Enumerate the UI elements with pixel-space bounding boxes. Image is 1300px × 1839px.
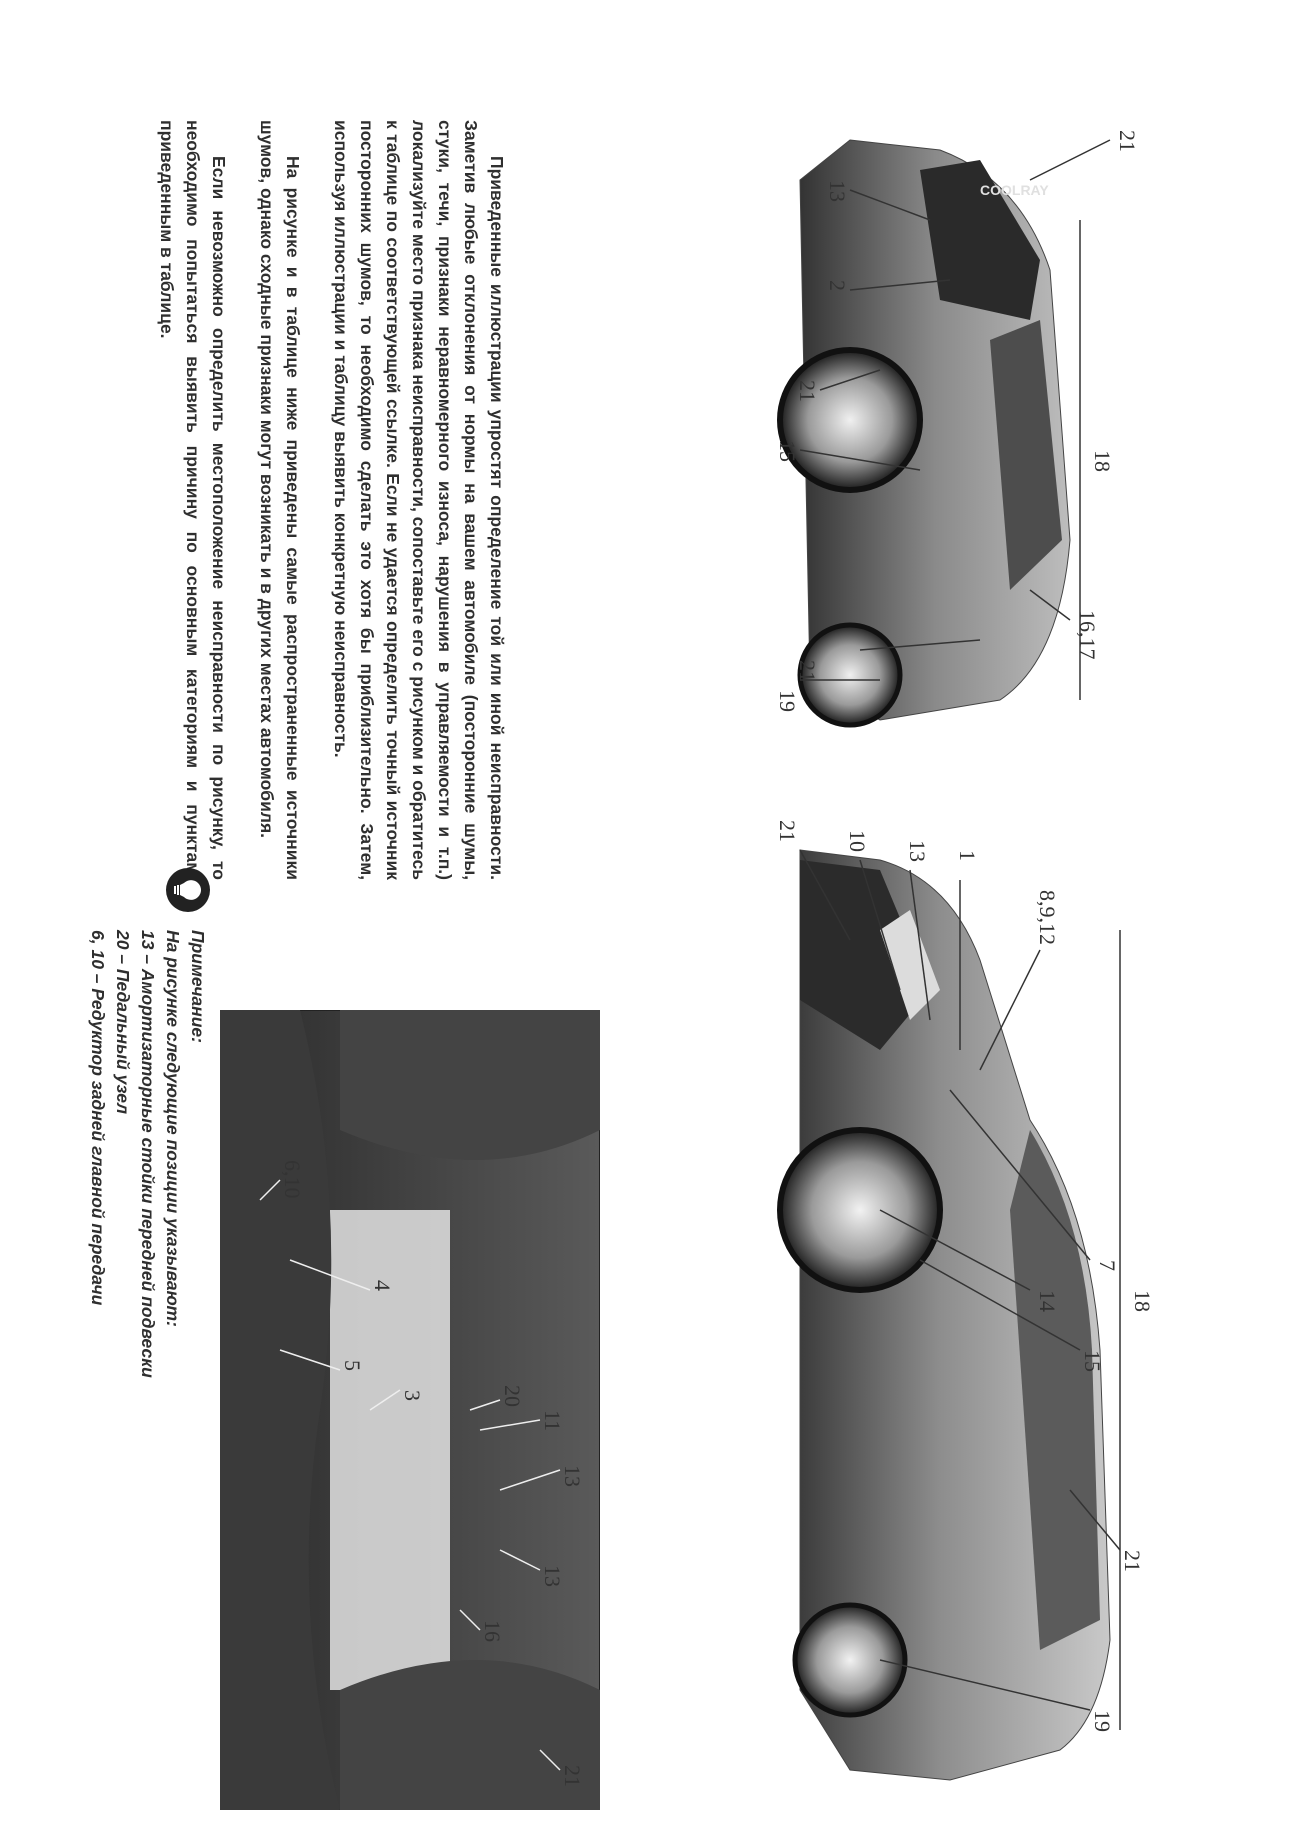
callout-label: 6,10 bbox=[280, 1160, 305, 1199]
callout-label: 13 bbox=[560, 1465, 585, 1487]
coolray-badge: COOLRAY bbox=[980, 182, 1049, 198]
callout-label: 3 bbox=[400, 1390, 425, 1401]
callout-label: 15 bbox=[775, 440, 800, 462]
lightbulb-icon bbox=[166, 868, 210, 912]
callout-label: 13 bbox=[825, 180, 850, 202]
callout-label: 1 bbox=[955, 850, 980, 861]
front-car-illustration: 21 10 13 1 8,9,12 18 7 14 15 21 19 bbox=[775, 820, 1155, 1781]
callout-label: 8,9,12 bbox=[1035, 890, 1060, 945]
callout-label: 16,17 bbox=[1075, 610, 1100, 660]
body-text: Приведенные иллюстрации упростят определ… bbox=[90, 120, 510, 880]
front-car-labels: 21 10 13 1 8,9,12 18 7 14 15 21 19 bbox=[775, 820, 1155, 1732]
callout-label: 10 bbox=[845, 830, 870, 852]
note-title: Примечание: bbox=[188, 930, 208, 1043]
callout-label: 13 bbox=[540, 1565, 565, 1587]
callout-label: 21 bbox=[795, 660, 820, 682]
callout-label: 18 bbox=[1090, 450, 1115, 472]
paragraph: Приведенные иллюстрации упростят определ… bbox=[331, 120, 507, 880]
interior-callouts bbox=[259, 1179, 561, 1771]
rear-car-callouts bbox=[799, 139, 1111, 700]
callout-label: 21 bbox=[1120, 1550, 1145, 1572]
note-item: 20 – Педальный узел bbox=[113, 930, 133, 1115]
note-item: 13 – Амортизаторные стойки передней подв… bbox=[138, 930, 158, 1378]
interior-illustration: 21 16 13 11 20 13 3 4 5 6,10 bbox=[220, 1010, 600, 1810]
callout-label: 18 bbox=[1130, 1290, 1155, 1312]
note-item: 6, 10 – Редуктор задней главной передачи bbox=[88, 930, 108, 1306]
callout-label: 14 bbox=[1035, 1290, 1060, 1312]
callout-label: 4 bbox=[370, 1280, 395, 1291]
callout-label: 11 bbox=[540, 1410, 565, 1431]
callout-label: 20 bbox=[500, 1385, 525, 1407]
callout-label: 21 bbox=[560, 1765, 585, 1787]
front-car-callouts bbox=[799, 849, 1121, 1730]
rear-car-illustration: COOLRAY 21 19 16,17 18 15 21 2 13 21 bbox=[775, 130, 1140, 728]
callout-label: 15 bbox=[1080, 1350, 1105, 1372]
callout-label: 16 bbox=[480, 1620, 505, 1642]
note-block: Примечание: На рисунке следующие позиции… bbox=[60, 868, 210, 1610]
callout-label: 5 bbox=[340, 1360, 365, 1371]
callout-label: 21 bbox=[1115, 130, 1140, 152]
callout-label: 19 bbox=[775, 690, 800, 712]
callout-label: 7 bbox=[1095, 1260, 1120, 1271]
callout-label: 2 bbox=[825, 280, 850, 291]
paragraph: На рисунке и в таблице ниже приведены са… bbox=[257, 120, 303, 880]
interior-labels: 21 16 13 11 20 13 3 4 5 6,10 bbox=[280, 1160, 585, 1787]
callout-label: 19 bbox=[1090, 1710, 1115, 1732]
callout-label: 13 bbox=[905, 840, 930, 862]
rear-car-labels: 21 19 16,17 18 15 21 2 13 21 bbox=[775, 130, 1140, 712]
callout-label: 21 bbox=[775, 820, 800, 842]
rear-car-body: COOLRAY bbox=[777, 139, 1071, 728]
paragraph: Если невозможно определить местоположени… bbox=[157, 120, 229, 880]
callout-label: 21 bbox=[795, 380, 820, 402]
note-intro: На рисунке следующие позиции указывают: bbox=[163, 930, 183, 1327]
front-car-body bbox=[777, 849, 1111, 1781]
